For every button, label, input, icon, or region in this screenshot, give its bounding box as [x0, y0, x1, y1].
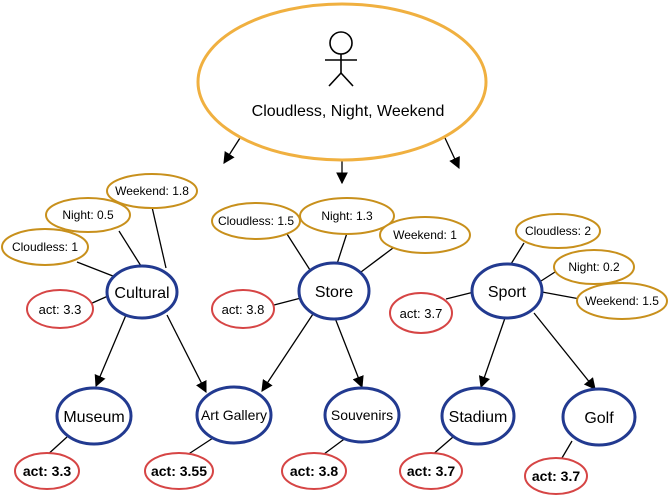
category-label: Sport [488, 284, 527, 301]
condition-label: Night: 0.2 [568, 260, 620, 274]
store-branch: Cloudless: 1.5 Night: 1.3 Weekend: 1 act… [211, 197, 471, 329]
category-label: Store [315, 284, 353, 301]
condition-label: Cloudless: 1 [12, 240, 78, 254]
condition-ellipse [45, 197, 131, 233]
cultural-branch: Cloudless: 1 Night: 0.5 Weekend: 1.8 act… [1, 173, 198, 329]
leaf-node-museum [55, 386, 133, 446]
condition-ellipse [299, 197, 395, 235]
edge-cultural-artgallery [166, 314, 207, 394]
category-label: Cultural [114, 285, 169, 302]
condition-ellipse [576, 282, 668, 320]
edge-store-cloudless [286, 233, 311, 271]
act-label: act: 3.55 [151, 463, 207, 479]
act-ellipse [524, 457, 588, 495]
edge-store-artgallery [261, 313, 314, 392]
condition-label: Night: 1.3 [321, 209, 373, 223]
user-context: Cloudless, Night, Weekend [196, 2, 488, 162]
condition-ellipse [515, 213, 601, 249]
act-label: act: 3.3 [39, 302, 82, 317]
act-label: act: 3.7 [407, 463, 455, 479]
leaf-label: Museum [63, 409, 124, 426]
act-ellipse [399, 452, 463, 490]
edge-sport-cloudless [510, 242, 525, 265]
edge-store-weekend [360, 244, 398, 273]
act-ellipse [281, 452, 347, 490]
act-label: act: 3.8 [222, 302, 265, 317]
leaf-label: Art Gallery [201, 407, 267, 423]
category-node-store [297, 261, 371, 321]
leaf-node-stadium [440, 386, 516, 446]
act-label: act: 3.8 [290, 463, 338, 479]
edge-store-souvenirs [334, 317, 364, 389]
leaf-node-art-gallery [195, 385, 273, 445]
person-icon [325, 31, 357, 87]
act-label: act: 3.7 [532, 468, 580, 484]
act-label: act: 3.3 [23, 463, 71, 479]
act-ellipse [14, 452, 80, 490]
leaf-label: Souvenirs [331, 407, 393, 423]
condition-label: Weekend: 1.5 [585, 294, 659, 308]
leaf-label: Stadium [449, 409, 508, 426]
edge-sport-weekend [541, 291, 581, 300]
condition-ellipse [211, 202, 301, 240]
act-ellipse [144, 452, 214, 490]
condition-label: Night: 0.5 [62, 208, 114, 222]
act-ellipse [211, 289, 275, 329]
condition-ellipse [379, 216, 471, 254]
condition-label: Cloudless: 2 [525, 224, 591, 238]
context-arrow-sport [444, 137, 460, 170]
context-text: Cloudless, Night, Weekend [252, 103, 445, 120]
leaf-label: Golf [584, 410, 614, 427]
act-ellipse [26, 289, 94, 329]
condition-ellipse [1, 228, 89, 266]
edge-store-night [336, 232, 348, 265]
sport-branch: Cloudless: 2 Night: 0.2 Weekend: 1.5 act… [389, 213, 668, 334]
category-node-cultural [105, 264, 179, 320]
condition-ellipse [106, 173, 198, 209]
edge-cultural-night [118, 230, 142, 267]
edge-store-act [273, 297, 302, 306]
act-ellipse [389, 292, 453, 334]
edge-sport-golf [533, 312, 596, 390]
edge-sport-stadium [478, 317, 506, 389]
condition-label: Cloudless: 1.5 [218, 214, 294, 228]
edge-cultural-museum [94, 314, 127, 388]
edge-sport-night [540, 271, 556, 282]
condition-label: Weekend: 1.8 [115, 184, 189, 198]
act-label: act: 3.7 [400, 306, 443, 321]
context-arrow-cultural [223, 137, 241, 164]
edge-cultural-cloudless [76, 261, 119, 279]
edge-cultural-act [89, 295, 109, 305]
edge-cultural-weekend [151, 206, 167, 269]
leaf-node-golf [561, 387, 637, 447]
context-ellipse [196, 2, 488, 162]
condition-ellipse [553, 249, 635, 285]
leaf-nodes: Museum act: 3.3 Art Gallery act: 3.55 So… [14, 385, 637, 495]
leaf-node-souvenirs [323, 386, 401, 444]
category-node-sport [470, 262, 544, 320]
edge-sport-act [445, 291, 475, 300]
condition-label: Weekend: 1 [393, 228, 457, 242]
